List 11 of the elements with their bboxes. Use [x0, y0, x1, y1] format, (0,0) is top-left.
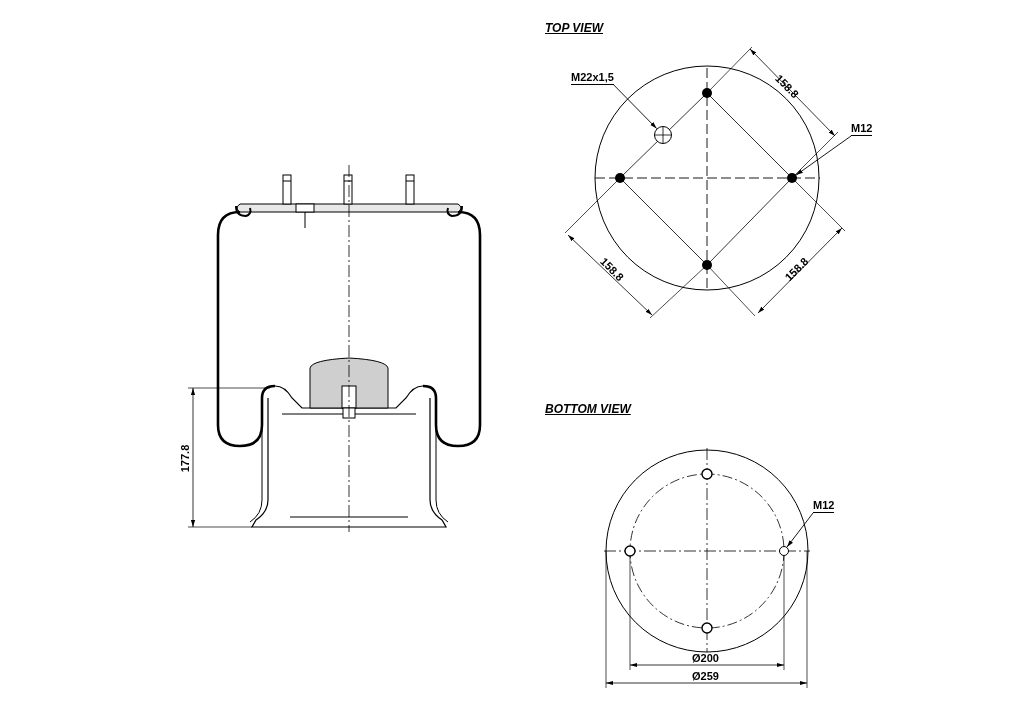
dimension-value: 177.8 [179, 444, 193, 473]
callout-text: M12 [851, 122, 873, 136]
callout-text: M22x1,5 [571, 71, 614, 85]
bolt-hole-icon [787, 173, 797, 183]
view-title: TOP VIEW [545, 22, 603, 35]
air-fitting-hole-icon [654, 126, 672, 144]
bolt-hole-icon [779, 546, 789, 556]
dimension-value: Ø200 [692, 652, 719, 665]
view-title: BOTTOM VIEW [545, 403, 631, 416]
dimension-value: Ø259 [692, 670, 719, 683]
callout-text: M12 [813, 499, 835, 513]
